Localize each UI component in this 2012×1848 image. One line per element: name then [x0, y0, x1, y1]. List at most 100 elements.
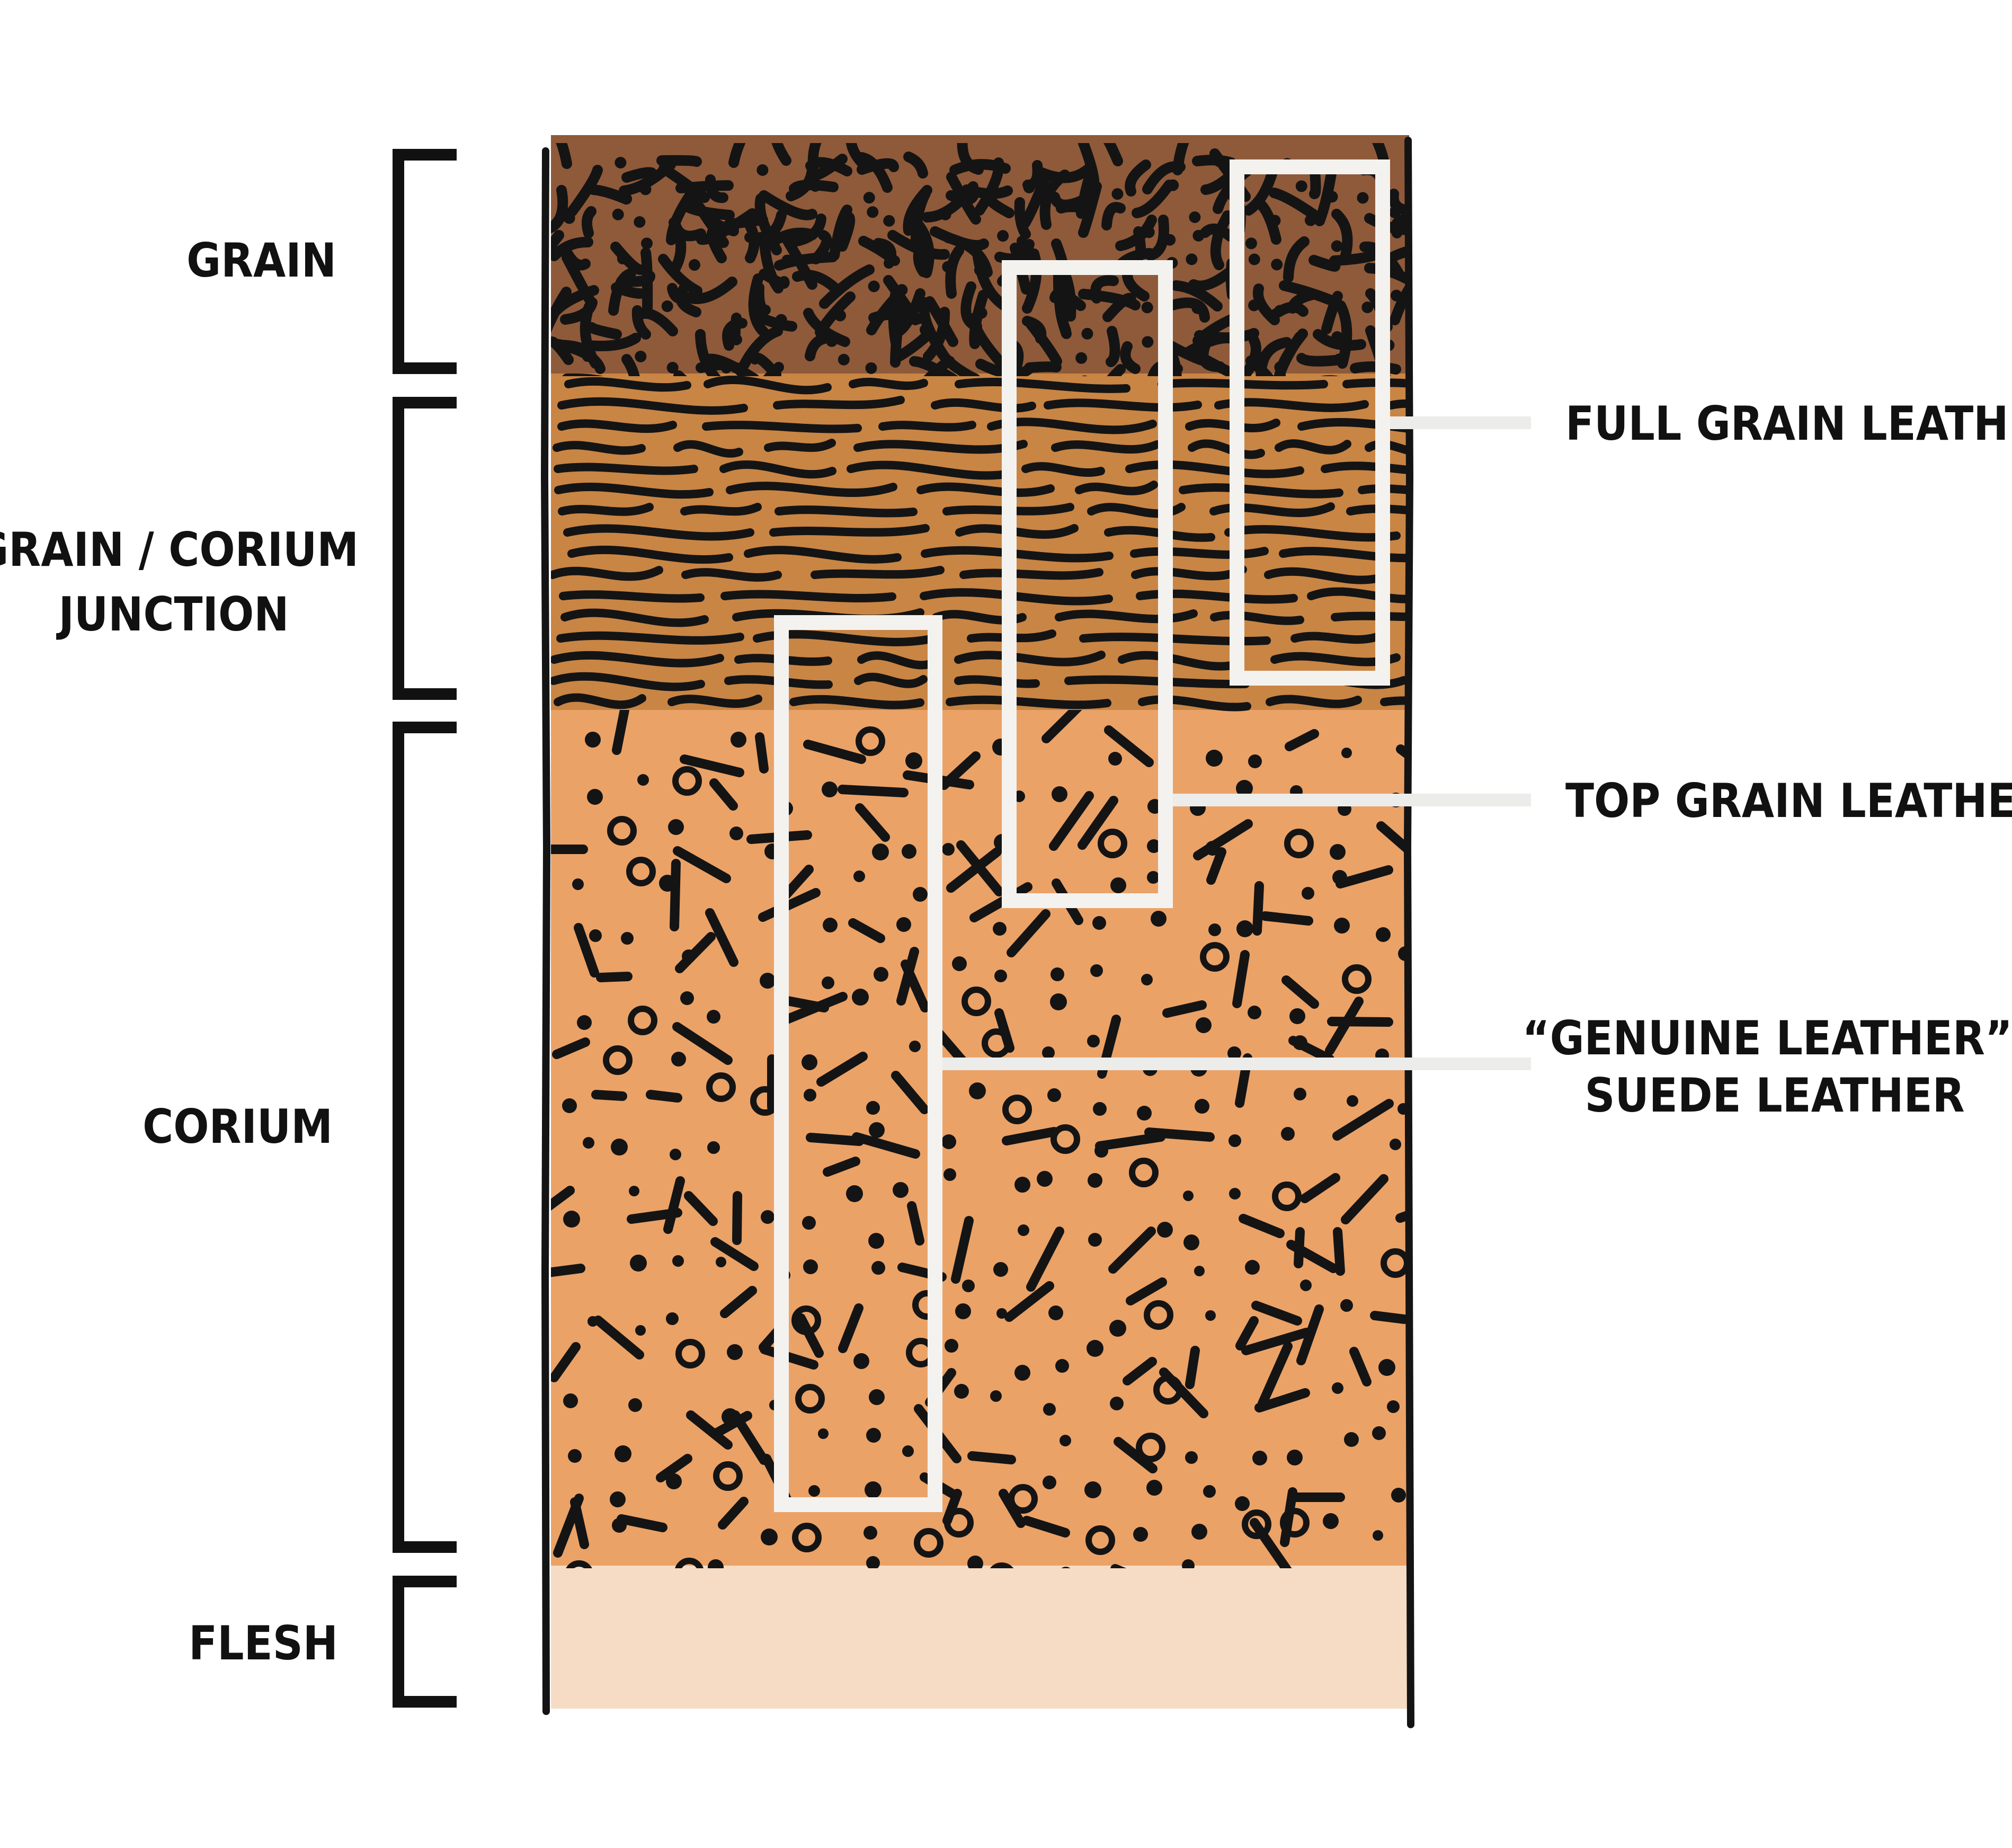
grain-fiber-squiggle — [1053, 270, 1071, 336]
corium-fiber-dot — [1182, 1559, 1195, 1568]
corium-fiber-ring — [706, 1072, 736, 1102]
corium-fiber-dot — [1235, 1496, 1250, 1511]
corium-fiber-ring — [1144, 1300, 1173, 1330]
grain-fiber-squiggle — [1296, 353, 1341, 367]
grain-fiber-squiggle — [946, 172, 981, 225]
corium-fiber-ring — [1129, 1158, 1159, 1187]
grain-fiber-squiggle — [933, 343, 980, 376]
corium-fiber-dash — [1336, 865, 1393, 889]
grain-fiber-dot — [867, 206, 879, 218]
grain-label: GRAIN — [186, 233, 336, 288]
corium-fiber-ring — [914, 1528, 943, 1558]
corium-fiber-dash — [803, 740, 866, 764]
grain-fiber-squiggle — [621, 167, 657, 183]
junction-fiber-wave — [1209, 502, 1335, 517]
junction-fiber-wave — [1275, 439, 1351, 455]
junction-fiber-wave — [551, 651, 724, 668]
corium-fiber-dash — [1078, 796, 1118, 850]
grain-fiber-squiggle — [1350, 361, 1401, 375]
junction-fiber-wave — [955, 378, 1130, 393]
corium-fiber-dot — [874, 967, 888, 982]
corium-fiber-dot — [896, 917, 911, 932]
corium-fiber-dash — [1376, 821, 1409, 857]
corium-fiber-dot — [629, 1186, 639, 1196]
junction-fiber-wave — [954, 675, 1040, 688]
grain-fiber-dot — [661, 300, 673, 312]
grain-fiber-dot — [1271, 259, 1283, 271]
corium-fiber-dot — [682, 949, 696, 963]
grain-fiber-squiggle — [1101, 202, 1126, 230]
grain-fiber-squiggle — [807, 143, 822, 192]
corium-fiber-dash — [946, 847, 1002, 893]
corium-fiber-dash — [1332, 1099, 1394, 1141]
grain-fiber-squiggle — [888, 290, 901, 348]
corium-fiber-dot — [1108, 752, 1122, 766]
corium-fiber-dash — [675, 932, 716, 973]
corium-fiber-dot — [1236, 780, 1253, 797]
genuine-suede-frame — [774, 615, 942, 1512]
corium-fiber-dot — [611, 1139, 628, 1156]
grain-fiber-squiggle — [763, 227, 818, 250]
corium-fiber-dot — [852, 989, 869, 1006]
junction-fiber-wave — [558, 503, 654, 516]
corium-fiber-dash — [1296, 1304, 1324, 1365]
corium-fiber-dot — [1147, 871, 1160, 884]
grain-fiber-squiggle — [763, 362, 784, 376]
junction-fiber-wave — [1290, 632, 1384, 644]
corium-fiber-dot — [1109, 1320, 1126, 1337]
corium-fiber-dot — [707, 1010, 720, 1024]
corium-fiber-dot — [716, 1257, 726, 1267]
junction-fiber-wave — [959, 568, 1103, 580]
junction-fiber-wave — [554, 693, 646, 709]
corium-fiber-dot — [822, 976, 834, 989]
junction-fiber-wave — [921, 546, 1114, 563]
corium-fiber-dot — [802, 1054, 817, 1070]
junction-fiber-wave — [1055, 609, 1198, 624]
corium-fiber-dash — [999, 1489, 1026, 1528]
corium-fiber-dot — [1372, 1426, 1386, 1440]
top-grain-label-line-1: TOP GRAIN LEATHER — [1565, 774, 2012, 828]
corium-fiber-dash — [1341, 1174, 1388, 1224]
junction-bracket — [393, 397, 457, 700]
corium-fiber-dash — [646, 1090, 682, 1103]
junction-label-line-2: JUNCTION — [56, 587, 289, 642]
junction-label-line-1: GRAIN / CORIUM — [0, 522, 359, 577]
corium-fiber-dot — [1191, 1524, 1207, 1540]
grain-fiber-squiggle — [1020, 171, 1051, 228]
grain-fiber-dot — [639, 183, 652, 196]
corium-fiber-dash — [760, 1345, 818, 1370]
corium-fiber-dot — [863, 1526, 877, 1540]
corium-fiber-dash — [591, 1090, 627, 1101]
junction-fiber-wave — [1130, 547, 1269, 559]
corium-fiber-dot — [1050, 993, 1067, 1010]
corium-fiber-dot — [1084, 1481, 1101, 1498]
grain-fiber-squiggle — [1283, 236, 1310, 283]
grain-fiber-squiggle — [1183, 332, 1234, 357]
flesh-layer — [551, 1566, 1409, 1709]
grain-fiber-squiggle — [581, 206, 597, 238]
corium-fiber-dot — [803, 1259, 818, 1274]
grain-fiber-dot — [1361, 301, 1374, 314]
genuine-suede-label-line-2: SUEDE LEATHER — [1584, 1068, 1964, 1123]
corium-fiber-dot — [668, 819, 684, 835]
corium-fiber-dash — [1250, 1518, 1292, 1568]
corium-fiber-dash — [1288, 1036, 1334, 1064]
grain-fiber-squiggle — [1076, 167, 1097, 219]
grain-fiber-dot — [868, 280, 880, 292]
full-grain-frame — [1230, 159, 1390, 686]
corium-fiber-dot — [1208, 923, 1221, 936]
corium-fiber-dot — [670, 1149, 681, 1160]
corium-fiber-dot — [630, 1255, 647, 1272]
grain-fiber-squiggle — [910, 188, 931, 247]
corium-fiber-dash — [1286, 1240, 1338, 1273]
corium-fiber-dot — [1090, 964, 1103, 977]
corium-fiber-ring — [1284, 829, 1314, 858]
junction-fiber-wave — [774, 505, 918, 518]
grain-fiber-squiggle — [1107, 364, 1126, 376]
corium-fiber-dot — [562, 1098, 577, 1113]
grain-fiber-dot — [865, 362, 877, 374]
corium-fiber-dot — [1341, 748, 1352, 758]
grain-fiber-squiggle — [551, 185, 568, 234]
corium-fiber-dot — [1195, 1099, 1209, 1114]
grain-fiber-squiggle — [1269, 188, 1319, 220]
